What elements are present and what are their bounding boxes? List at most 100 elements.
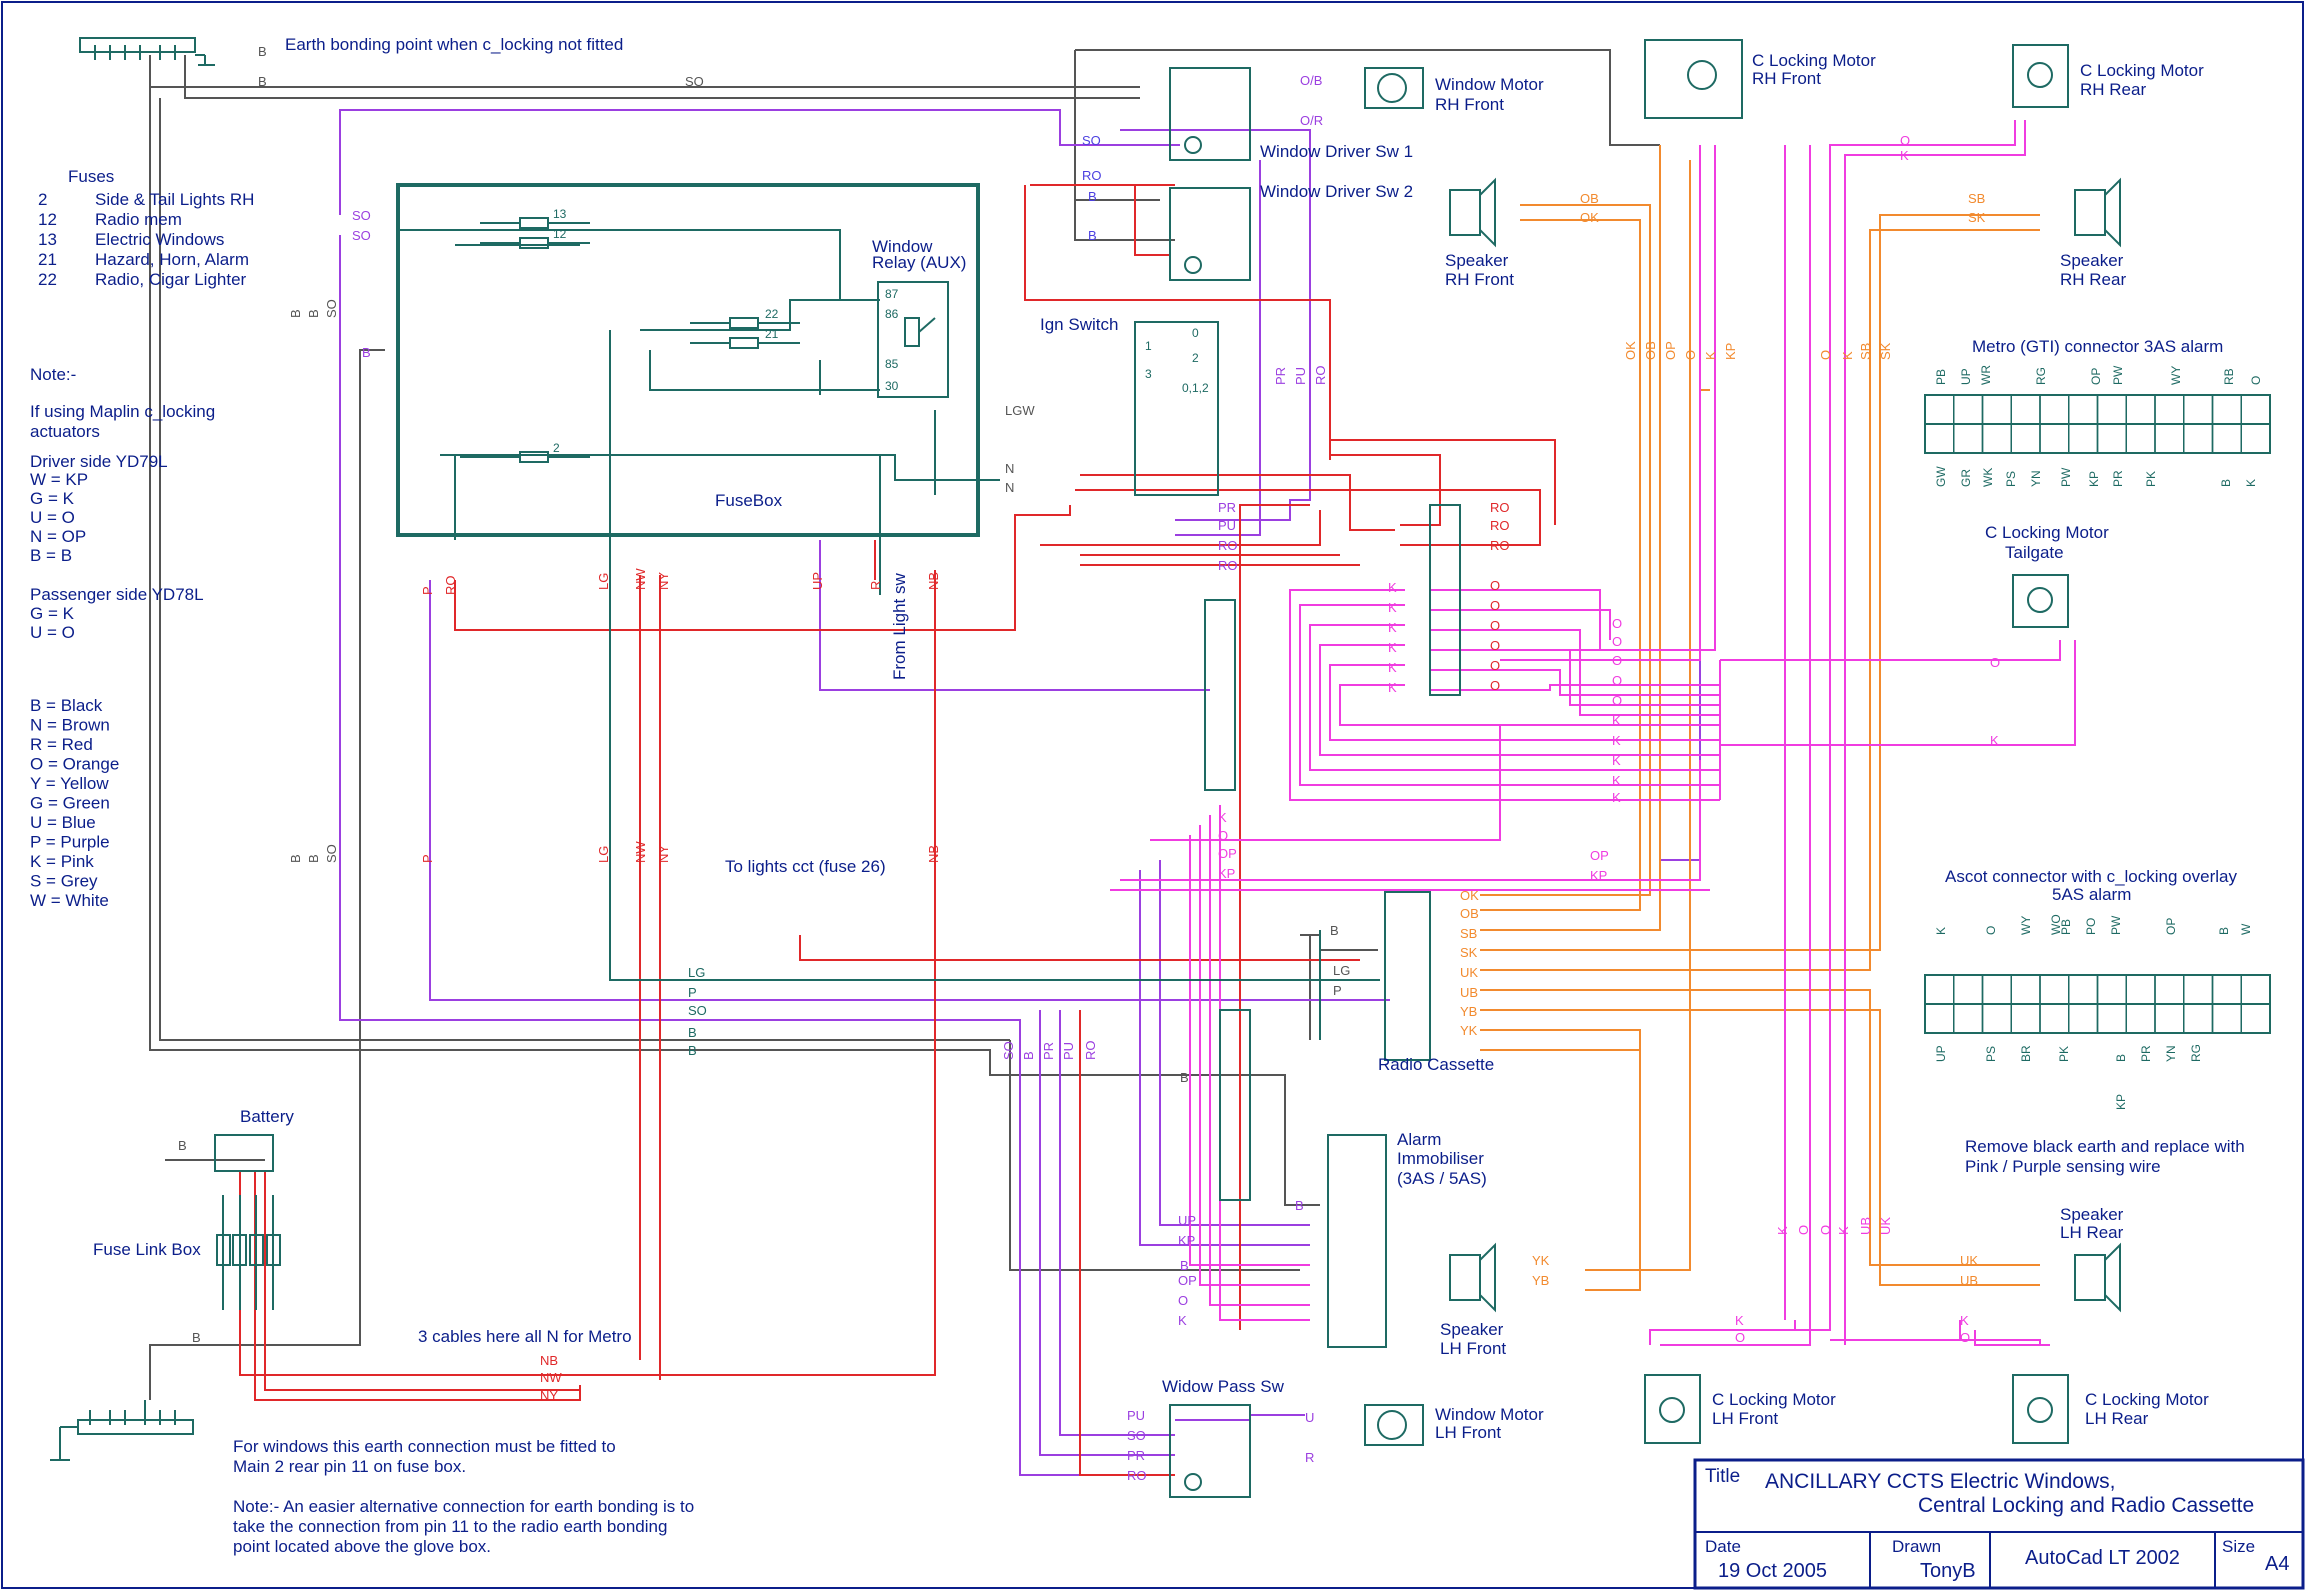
wire-label: RO [1218,558,1238,573]
wire-label: OB [1580,191,1599,206]
fuse-link-box-label: Fuse Link Box [93,1240,201,1259]
speaker-rh-rear-box [2074,177,2121,248]
connector-cell [2211,1003,2242,1034]
fuse-2 [460,451,590,463]
metro-pin-top: RG [2034,367,2048,385]
ascot-pin-bottom: PK [2057,1046,2071,1062]
connector-cell [1953,423,1984,454]
spk-lh-rear-2: LH Rear [2060,1223,2124,1242]
wire-label: OP [1218,846,1237,861]
metro-pin-bottom: PK [2144,471,2158,487]
wire-label: O [1796,1225,1811,1235]
alarm-immobiliser-box [1327,1134,1387,1348]
fuse-number: 21 [38,250,57,269]
metro-pin-bottom: WK [1981,468,1995,487]
connector-cell [2068,423,2099,454]
wire-label: K [1218,810,1227,825]
connector-cell [2010,1003,2041,1034]
wire-label: RO [1082,168,1102,183]
wire-label: K [1612,713,1621,728]
wire-label: OK [1460,888,1479,903]
wire-label: NW [540,1370,562,1385]
metro-pin-top: O [2249,376,2263,385]
window-motor-lh-1: Window Motor [1435,1405,1544,1424]
wire-label: O [1490,638,1500,653]
cl-lh-rear-2: LH Rear [2085,1409,2149,1428]
ascot-pin-top: PW [2109,915,2123,935]
ascot-pin-bottom: BR [2019,1045,2033,1062]
ascot-remove-2: Pink / Purple sensing wire [1965,1157,2161,1176]
ignition-switch [1134,321,1219,496]
wire-label: B [288,309,303,318]
fuse-description: Radio mem [95,210,182,229]
drawn-by: TonyB [1920,1560,1976,1582]
wire-label: N [1005,480,1014,495]
fusebox-label: FuseBox [715,491,783,510]
wire-label: O [1218,828,1228,843]
wire-label: PR [1273,367,1288,385]
connector-cell [2154,1003,2185,1034]
fuse-num-label: 21 [765,327,779,341]
wire-label: LGW [1005,403,1035,418]
wires [149,49,2076,1476]
wire-label: O [1818,1225,1833,1235]
colour-key-entry: U = Blue [30,813,96,832]
wire-label: SB [1460,926,1477,941]
wire-label: UP [1178,1213,1196,1228]
spk-rh-front-1: Speaker [1445,251,1509,270]
wire-label: SO [324,299,339,318]
window-relay [877,281,949,398]
cl-lh-rear-1: C Locking Motor [2085,1390,2209,1409]
colour-key-entry: S = Grey [30,872,98,891]
wire-label: B [306,309,321,318]
relay-pin: 30 [885,379,899,393]
wire-label: B [1330,923,1339,938]
title-line-1: ANCILLARY CCTS Electric Windows, [1765,1470,2116,1493]
wire-label: P [688,985,697,1000]
connector-cells [1924,394,2271,1034]
wire-label: O [1612,653,1622,668]
connector-cell [1981,974,2012,1005]
cl-lh-front-2: LH Front [1712,1409,1778,1428]
wire-label: O [1818,350,1833,360]
wire-label: K [1612,753,1621,768]
ascot-label-2: 5AS alarm [2052,885,2131,904]
wire-label: LG [596,846,611,863]
ign-position: 0,1,2 [1182,381,1209,395]
wire-label: K [1612,790,1621,805]
alt-note-2: take the connection from pin 11 to the r… [233,1517,667,1536]
maplin-line-2: actuators [30,422,100,441]
earth-bonding-connector [79,37,215,66]
ign-position: 2 [1192,351,1199,365]
driver-sw2-label: Window Driver Sw 2 [1260,182,1413,201]
wire-label: O [1490,578,1500,593]
passenger-side-map: G = KU = O [30,604,75,642]
wire-label: OB [1643,341,1658,360]
ascot-label-1: Ascot connector with c_locking overlay [1945,867,2237,886]
wire-label: RO [1313,366,1328,386]
radio-cassette-label: Radio Cassette [1378,1055,1494,1074]
metro-pin-top: OP [2089,368,2103,385]
radio-cassette-box [1384,891,1431,1061]
wire-label: PU [1293,367,1308,385]
wire-label: B [178,1138,187,1153]
wire-label: K [1388,660,1397,675]
window-motor-rh-2: RH Front [1435,95,1504,114]
connector-cell [2154,974,2185,1005]
alt-note-1: Note:- An easier alternative connection … [233,1497,694,1516]
wire-label: K [1388,600,1397,615]
ascot-pin-top: PB [2059,919,2073,935]
wire-label: YB [1460,1004,1477,1019]
ign-position: 1 [1145,339,1152,353]
colour-key-entry: O = Orange [30,755,119,774]
wire-label: SO [352,228,371,243]
fuse-21 [690,337,800,349]
fuse-description: Electric Windows [95,230,224,249]
title-block-text: Title ANCILLARY CCTS Electric Windows, C… [1705,1466,2289,1582]
wire-label: PU [1061,1042,1076,1060]
fusebox-outline [396,183,980,537]
connector-cell [2125,423,2156,454]
wire-label: K [1900,148,1909,163]
wire-label: B [258,74,267,89]
